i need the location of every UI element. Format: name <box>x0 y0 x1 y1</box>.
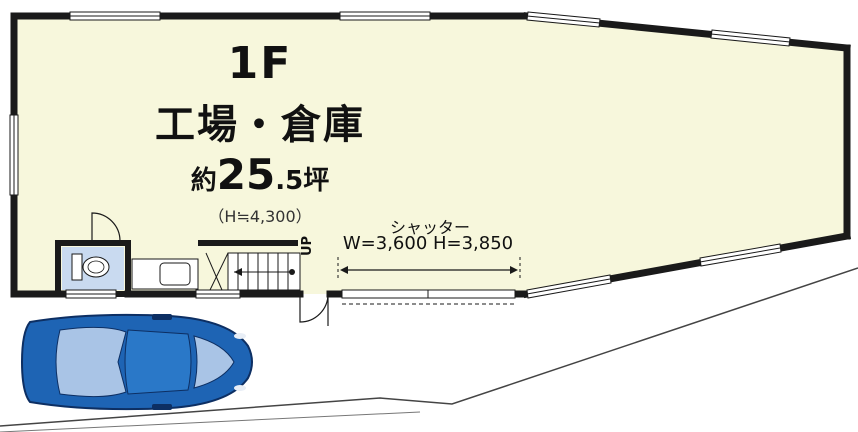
room-use-label: 工場・倉庫 <box>155 102 365 148</box>
area-number: 25 <box>216 150 276 199</box>
property-line <box>0 267 858 427</box>
shutter <box>337 257 521 305</box>
area-prefix: 約 <box>190 166 217 196</box>
sink-counter <box>131 258 241 299</box>
shutter-dimensions: W=3,600 H=3,850 <box>342 233 514 254</box>
area-unit: 坪 <box>303 166 330 196</box>
area-label: 約25.5坪 <box>150 150 370 199</box>
road-edge <box>0 411 421 432</box>
toilet-room <box>55 212 131 299</box>
ceiling-height-label: （H≒4,300） <box>208 207 312 226</box>
building-floor <box>14 16 847 294</box>
stairs-up-label: UP <box>300 235 315 256</box>
area-decimal: .5 <box>275 166 304 196</box>
car <box>20 313 253 411</box>
entrance-door <box>299 293 329 326</box>
shutter-label: シャッター <box>389 218 470 237</box>
stairs <box>198 240 301 291</box>
windows <box>9 11 791 299</box>
floor-label: 1F <box>227 38 293 89</box>
